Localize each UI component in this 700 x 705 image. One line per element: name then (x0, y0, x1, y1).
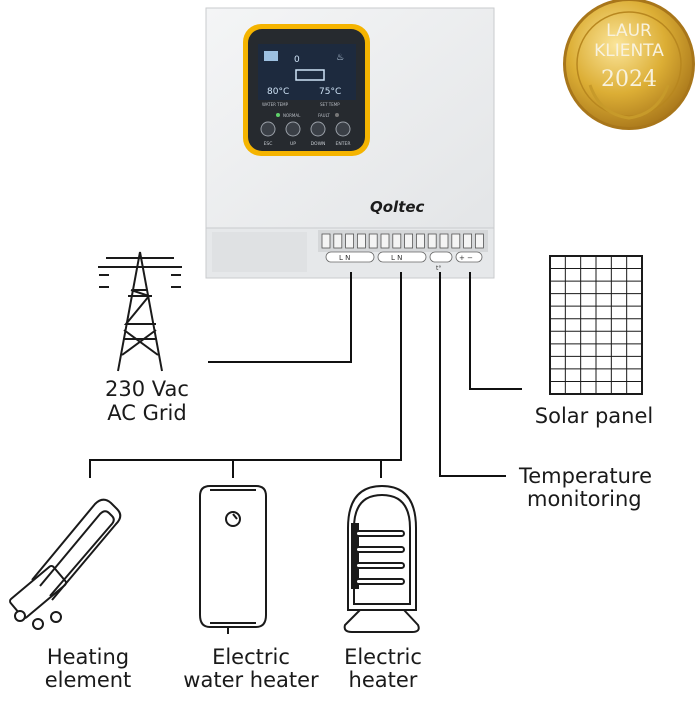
power-pylon-icon (98, 251, 182, 372)
grid-label-line2: AC Grid (107, 401, 187, 425)
terminal-screw (451, 233, 461, 249)
grid-label-line1: 230 Vac (105, 377, 189, 401)
terminal-screw (356, 233, 366, 249)
normal-led (276, 113, 280, 117)
heating-label-line1: Heating (46, 645, 130, 669)
badge-year: 2024 (601, 67, 657, 92)
terminal-screw (463, 233, 473, 249)
terminal-screw (392, 233, 402, 249)
terminal-solar-label: + − (459, 254, 473, 262)
label-normal: NORMAL (283, 113, 301, 118)
terminal-screw (427, 233, 437, 249)
terminal-load (377, 251, 427, 263)
control-buttons: ESC UP DOWN ENTER (260, 121, 351, 147)
terminal-grid (325, 251, 375, 263)
water-heater-icon (199, 485, 267, 634)
wire-temperature (439, 272, 506, 477)
terminal-screw (368, 233, 378, 249)
heater-label-line1: Electric (344, 645, 422, 669)
water-heater-label-line1: Electric (212, 645, 290, 669)
badge-line1: LAUR (606, 21, 652, 41)
wire-grid (208, 272, 352, 363)
label-fault: FAULT (318, 113, 330, 118)
label-set-temp: SET TEMP (320, 102, 340, 107)
terminal-sensor (429, 251, 453, 263)
brand-logo: Qoltec (370, 198, 425, 216)
solar-panel-icon (549, 255, 643, 395)
label-water-temp: WATER TEMP (262, 102, 289, 107)
terminal-solar (455, 251, 483, 263)
enter-button-label: ENTER (336, 141, 351, 147)
electric-heater-icon (343, 484, 420, 633)
wire-solar (469, 272, 522, 390)
controller: 0 ♨ 80°C 75°C WATER TEMP SET TEMP NORMAL… (205, 7, 495, 279)
heater-label-line2: heater (348, 668, 418, 692)
terminal-screw (474, 233, 484, 249)
heating-label-line2: element (44, 668, 132, 692)
terminal-load-label: L N (391, 254, 402, 262)
lcd-tank-icon (295, 69, 325, 81)
esc-button-label: ESC (264, 141, 273, 147)
down-button-label: DOWN (311, 141, 326, 147)
lcd-water-temp: 80°C (267, 87, 289, 97)
lcd-sun-icon (264, 51, 278, 61)
terminal-screw (439, 233, 449, 249)
up-button[interactable] (285, 121, 301, 137)
water-heater-label-line2: water heater (183, 668, 319, 692)
terminal-screw (345, 233, 355, 249)
solar-label: Solar panel (534, 404, 654, 428)
lcd-counter: 0 (294, 55, 300, 65)
terminal-screw (380, 233, 390, 249)
temperature-label-line2: monitoring (527, 487, 642, 511)
heating-element-icon (9, 498, 122, 630)
esc-button[interactable] (260, 121, 276, 137)
terminal-screw (321, 233, 331, 249)
lcd-heater-icon: ♨ (336, 53, 344, 63)
badge-line2: KLIENTA (594, 41, 664, 61)
down-button[interactable] (310, 121, 326, 137)
lcd-set-temp: 75°C (319, 87, 341, 97)
terminal-screw (333, 233, 343, 249)
wiring (89, 272, 522, 478)
temperature-label-line1: Temperature (519, 464, 653, 488)
fault-led (335, 113, 339, 117)
terminal-blocks: L N L N t° + − (318, 230, 488, 272)
terminal-grid-label: L N (339, 254, 350, 262)
award-badge: LAUR KLIENTA 2024 (563, 0, 695, 130)
wire-load (89, 272, 402, 478)
terminal-screw (404, 233, 414, 249)
up-button-label: UP (290, 141, 296, 147)
terminal-sensor-label: t° (436, 265, 441, 272)
terminal-screw (415, 233, 425, 249)
enter-button[interactable] (335, 121, 351, 137)
